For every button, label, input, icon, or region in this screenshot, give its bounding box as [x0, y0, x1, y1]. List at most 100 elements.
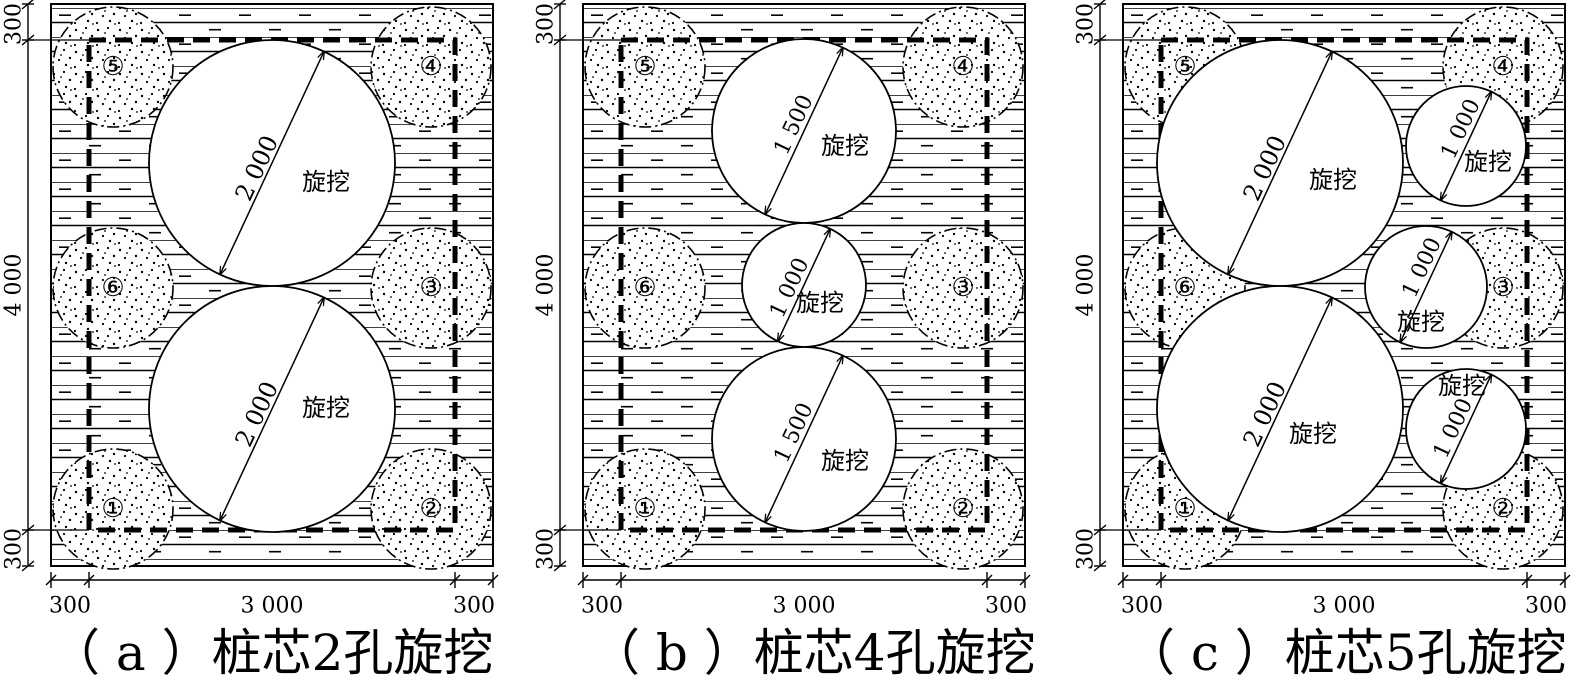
- core-boundary: [1158, 37, 1530, 533]
- dim-bottom-label: 300: [2, 528, 27, 570]
- pile-label-3: ③: [419, 273, 442, 303]
- pile-6: [584, 227, 706, 349]
- diameter-line: [1441, 92, 1492, 201]
- diameter-line: [220, 298, 324, 521]
- pile-3: [370, 227, 492, 349]
- diameter-line: [1441, 375, 1492, 484]
- dim-tick-slash: [553, 0, 566, 10]
- dim-tick-slash: [45, 574, 57, 586]
- pile-3: [902, 227, 1024, 349]
- pile-label-4: ④: [1491, 52, 1514, 82]
- drill-label: 旋挖: [302, 168, 350, 196]
- pile-label-6: ⑥: [101, 273, 124, 303]
- drill-label: 旋挖: [821, 132, 869, 160]
- pile-outline: [902, 6, 1024, 128]
- pile-label-3: ③: [1491, 273, 1514, 303]
- dim-tick-slash: [981, 574, 993, 586]
- drill-label: 旋挖: [1464, 148, 1512, 176]
- diameter-line: [765, 356, 843, 523]
- pile-label-2: ②: [1491, 494, 1514, 524]
- pile-label-5: ⑤: [633, 52, 656, 82]
- pile-outline: [902, 227, 1024, 349]
- pile-label-4: ④: [419, 52, 442, 82]
- pile-label-1: ①: [633, 494, 656, 524]
- dim-top-label: 300: [534, 3, 559, 45]
- dim-right-label: 300: [985, 594, 1027, 619]
- dim-tick-slash: [553, 560, 567, 572]
- panel-frame: [50, 3, 494, 567]
- diameter-line: [778, 229, 830, 341]
- dim-tick-slash: [577, 574, 589, 586]
- caption-panel-b: （ b ）桩芯4孔旋挖: [590, 624, 1036, 682]
- dim-tick-slash: [1093, 560, 1107, 572]
- dim-tick-slash: [83, 574, 95, 586]
- dim-tick-slash: [1019, 574, 1031, 586]
- pile-2: [902, 448, 1024, 570]
- dim-height-label: 4 000: [534, 254, 559, 317]
- drill-label: 旋挖: [1309, 166, 1357, 194]
- dim-right-label: 300: [1525, 594, 1567, 619]
- pile-outline: [584, 6, 706, 128]
- dim-tick-slash: [449, 574, 461, 586]
- pile-outline: [902, 448, 1024, 570]
- pile-5: [584, 6, 706, 128]
- dim-left-label: 300: [1121, 594, 1163, 619]
- dim-tick-slash: [615, 574, 627, 586]
- pile-1: [52, 448, 174, 570]
- dim-tick-slash: [21, 0, 34, 10]
- dim-tick-slash: [1155, 574, 1167, 586]
- pile-outline: [370, 6, 492, 128]
- dim-tick-slash: [1093, 0, 1106, 10]
- pile-outline: [52, 448, 174, 570]
- pile-outline: [52, 6, 174, 128]
- pile-outline: [584, 448, 706, 570]
- diameter-line: [1400, 232, 1452, 343]
- pile-5: [52, 6, 174, 128]
- pile-label-4: ④: [951, 52, 974, 82]
- drill-label: 旋挖: [302, 394, 350, 422]
- dim-tick-slash: [1559, 574, 1571, 586]
- dim-tick-slash: [21, 560, 35, 572]
- pile-label-6: ⑥: [1173, 273, 1196, 303]
- drill-label: 旋挖: [821, 447, 869, 475]
- dim-tick-slash: [487, 574, 499, 586]
- dim-top-label: 300: [1074, 3, 1099, 45]
- pile-2: [370, 448, 492, 570]
- drill-label: 旋挖: [796, 289, 844, 317]
- pile-outline: [52, 227, 174, 349]
- dim-left-label: 300: [49, 594, 91, 619]
- diameter-line: [1228, 52, 1332, 275]
- dim-middle-label: 3 000: [241, 594, 304, 619]
- drill-label: 旋挖: [1438, 372, 1486, 400]
- diameter-line: [1228, 298, 1332, 521]
- pile-outline: [370, 227, 492, 349]
- drill-label: 旋挖: [1397, 308, 1445, 336]
- dim-middle-label: 3 000: [1313, 594, 1376, 619]
- dim-right-label: 300: [453, 594, 495, 619]
- pile-1: [584, 448, 706, 570]
- pile-4: [370, 6, 492, 128]
- caption-panel-c: （ c ）桩芯5孔旋挖: [1125, 624, 1567, 682]
- pile-label-6: ⑥: [633, 273, 656, 303]
- dim-height-label: 4 000: [2, 254, 27, 317]
- pile-label-2: ②: [951, 494, 974, 524]
- pile-6: [52, 227, 174, 349]
- dim-horizontal: 300 3 000 300: [45, 572, 499, 619]
- drill-label: 旋挖: [1289, 420, 1337, 448]
- pile-label-2: ②: [419, 494, 442, 524]
- panel-frame: [1122, 3, 1566, 567]
